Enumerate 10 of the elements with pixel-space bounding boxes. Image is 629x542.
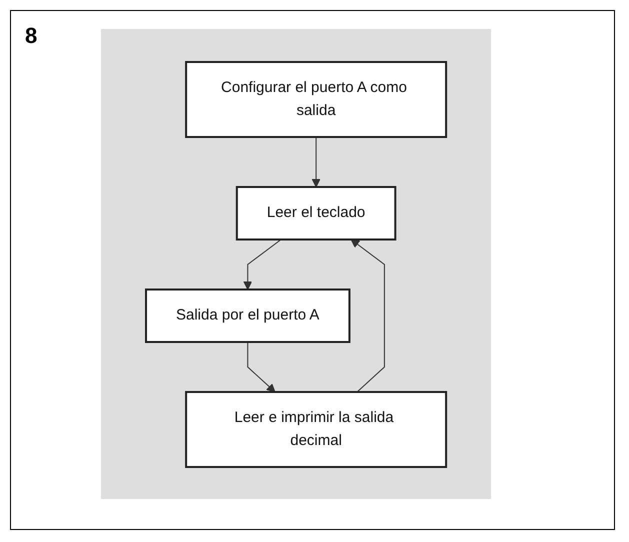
arrow xyxy=(247,341,276,392)
node-box xyxy=(185,390,448,468)
node-box xyxy=(144,288,350,342)
arrow xyxy=(243,238,282,290)
arrow xyxy=(350,238,385,392)
arrow xyxy=(312,136,320,187)
node-box xyxy=(185,60,448,138)
node-box xyxy=(236,186,396,240)
figure-number: 8 xyxy=(25,23,38,49)
panel-background: Configurar el puerto A como salida Leer el teclado Salida por el puerto A Leer e imprimir la salida decimal xyxy=(101,29,491,499)
